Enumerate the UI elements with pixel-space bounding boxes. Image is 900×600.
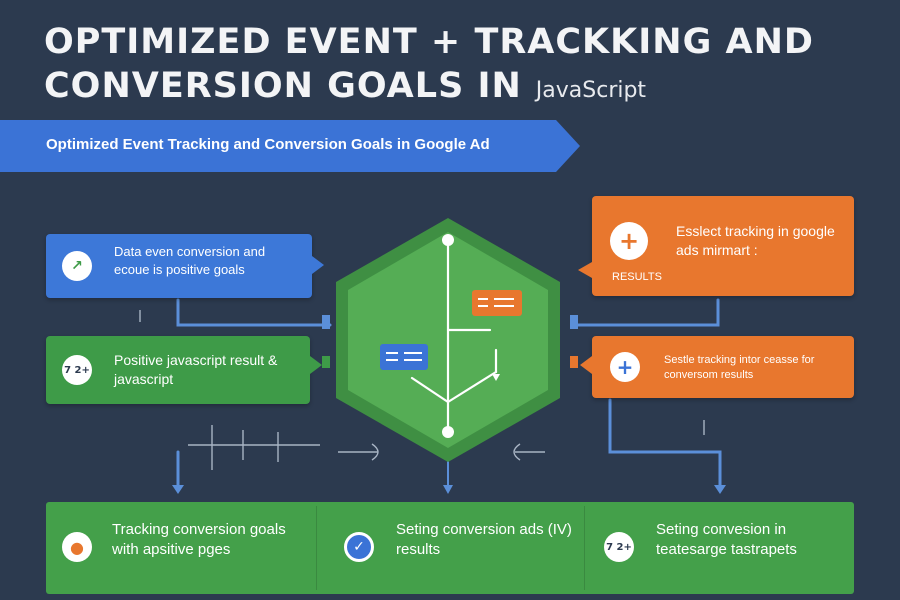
- badge-text-bottom: 7 2+: [606, 541, 632, 553]
- connector-left-top: [176, 298, 332, 327]
- page-title: OPTIMIZED EVENT + TRACKKING AND CONVERSI…: [44, 20, 864, 113]
- hex-blue-card-icon: [380, 344, 428, 370]
- arrow-down-center: [443, 485, 453, 494]
- connector-node-left: [322, 315, 330, 329]
- title-subtitle: JavaScript: [535, 78, 647, 103]
- flow-arrow-icon: [492, 374, 500, 381]
- bottom-divider-2: [584, 506, 585, 590]
- bottom-summary-bar: [46, 502, 854, 594]
- axis-bracket-left: [371, 443, 379, 461]
- bottom-divider-1: [316, 506, 317, 590]
- number-badge-icon: 7 2+: [62, 355, 92, 385]
- connector-right-bottom: [608, 398, 722, 487]
- right-card-settle-text: Sestle tracking intor ceasse for convers…: [664, 354, 815, 381]
- bottom-item-3-text: Seting convesion in teatesarge tastrapet…: [656, 521, 797, 559]
- connector-node-right-orange: [570, 356, 578, 368]
- left-card-data-text: Data even conversion and ecoue is positi…: [114, 244, 266, 277]
- flow-line-left-branch: [410, 376, 450, 404]
- trend-arrow-icon: ↗: [62, 251, 92, 281]
- flow-node-top: [442, 234, 454, 246]
- banner-text: Optimized Event Tracking and Conversion …: [46, 136, 490, 153]
- bottom-item-1-text: Tracking conversion goals with apsitive …: [112, 521, 286, 559]
- left-card-positive-text: Positive javascript result & javascript: [114, 352, 278, 387]
- flow-node-bottom: [442, 426, 454, 438]
- hex-orange-card-icon: [472, 290, 522, 316]
- title-text: OPTIMIZED EVENT + TRACKKING AND CONVERSI…: [44, 22, 814, 106]
- person-icon: ●: [62, 532, 92, 562]
- banner: [0, 120, 580, 172]
- badge-text-left: 7 2+: [64, 364, 90, 376]
- right-card-select-tag: RESULTS: [612, 271, 662, 283]
- arrow-down-left: [172, 485, 184, 494]
- right-card-select-text: Esslect tracking in google ads mirmart :: [676, 223, 835, 258]
- axis-bracket-right: [513, 443, 521, 461]
- flow-line-right-branch: [446, 370, 498, 404]
- plus-icon: +: [610, 352, 640, 382]
- arrow-down-right: [714, 485, 726, 494]
- connector-node-left-green: [322, 356, 330, 368]
- connector-right-top: [570, 298, 720, 327]
- plus-icon: +: [610, 222, 648, 260]
- bottom-item-2-text: Seting conversion ads (IV) results: [396, 521, 572, 559]
- connector-node-right: [570, 315, 578, 329]
- number-badge-icon: 7 2+: [604, 532, 634, 562]
- check-icon: ✓: [344, 532, 374, 562]
